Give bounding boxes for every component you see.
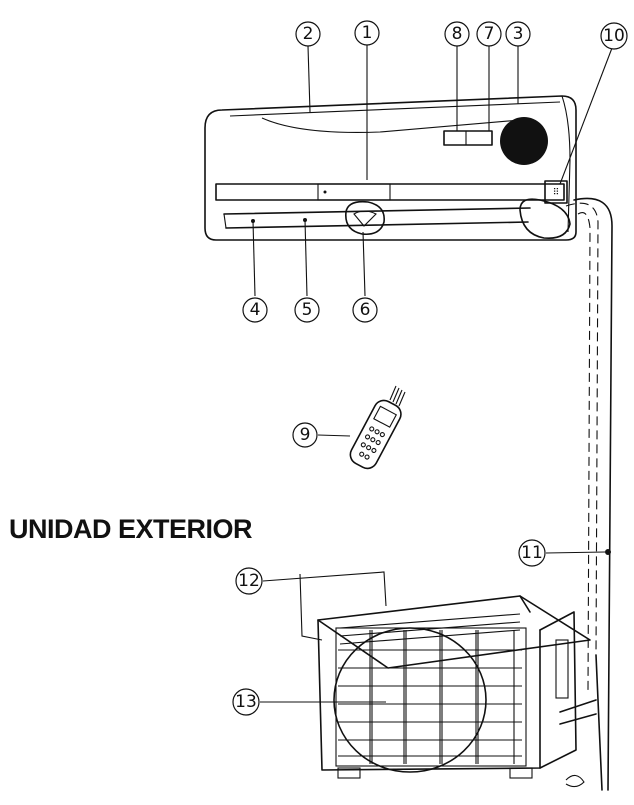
svg-text:11: 11 [521,543,543,563]
leader-lines [252,45,613,703]
callout-9: 9 [292,422,318,448]
callout-11: 11 [518,539,546,567]
callout-12: 12 [235,567,263,595]
svg-text:5: 5 [302,300,313,320]
svg-text:10: 10 [603,26,625,46]
callout-5: 5 [294,297,320,323]
remote-control [349,399,402,470]
callout-3: 3 [505,21,531,47]
svg-text:⠿: ⠿ [553,187,560,198]
remote-signal [389,385,406,407]
callout-8: 8 [444,21,470,47]
callout-10: 10 [600,22,628,50]
outdoor-unit-heading: UNIDAD EXTERIOR [9,514,253,544]
svg-text:9: 9 [300,425,311,445]
callout-7: 7 [476,21,502,47]
svg-text:3: 3 [513,24,524,44]
svg-text:12: 12 [238,571,260,591]
outdoor-unit [317,595,597,788]
svg-text:6: 6 [360,300,371,320]
callout-6: 6 [352,297,378,323]
svg-text:1: 1 [362,23,373,43]
callout-13: 13 [232,688,260,716]
svg-text:7: 7 [484,24,495,44]
callout-2: 2 [295,21,321,47]
svg-text:4: 4 [250,300,261,320]
indoor-unit: ⠿ [204,95,577,241]
svg-text:13: 13 [235,692,257,712]
callout-4: 4 [242,297,268,323]
callout-1: 1 [354,20,380,46]
svg-text:8: 8 [452,24,463,44]
svg-text:2: 2 [303,24,314,44]
connecting-pipes [565,197,613,791]
